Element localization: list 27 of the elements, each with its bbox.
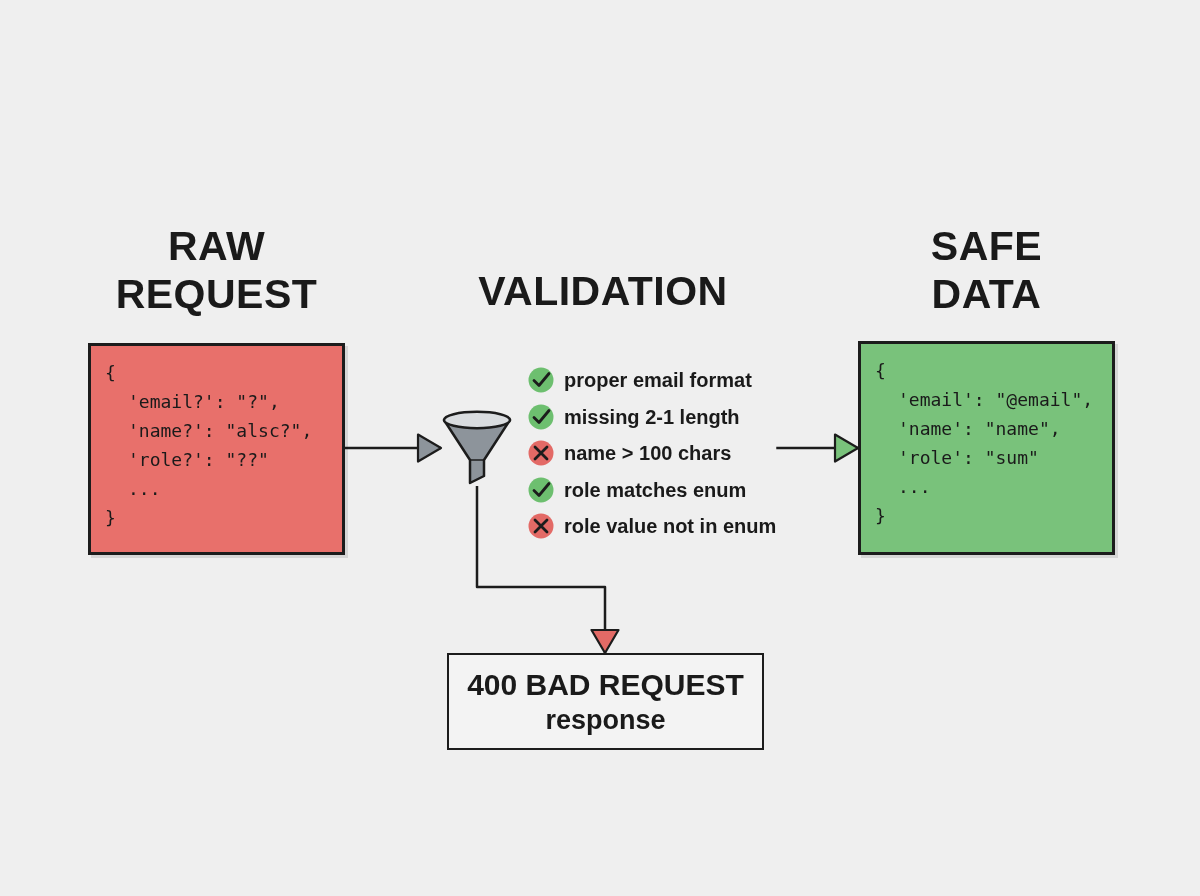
arrow [345,433,443,463]
code-line: 'name': "name", [897,417,1061,441]
check-item: name > 100 chars [564,441,732,466]
code-line: 'name?': "alsc?", [127,419,313,443]
code-line: 'role': "sum" [897,446,1039,470]
code-line: } [875,504,886,528]
check-item: role value not in enum [564,514,777,539]
check-item: missing 2-1 length [564,404,740,429]
code-line: 'email?': "?", [127,390,280,414]
code-line: { [875,359,886,383]
status-heading: 400 BAD REQUEST [467,666,744,703]
funnel-icon [441,410,513,486]
code-line: { [105,361,116,385]
code-line: ... [127,477,161,501]
section-heading: RAW REQUEST [114,222,319,318]
arrow [776,433,860,463]
code-line: 'role?': "??" [127,448,269,472]
section-heading: SAFE DATA [929,222,1044,318]
code-line: } [105,506,116,530]
status-text: response [545,703,666,737]
arrow [475,486,620,655]
section-heading: VALIDATION [478,267,728,315]
code-line: ... [897,475,931,499]
check-item: proper email format [564,368,752,393]
code-line: 'email': "@email", [897,388,1094,412]
response-box [447,653,764,750]
check-item: role matches enum [564,477,747,502]
